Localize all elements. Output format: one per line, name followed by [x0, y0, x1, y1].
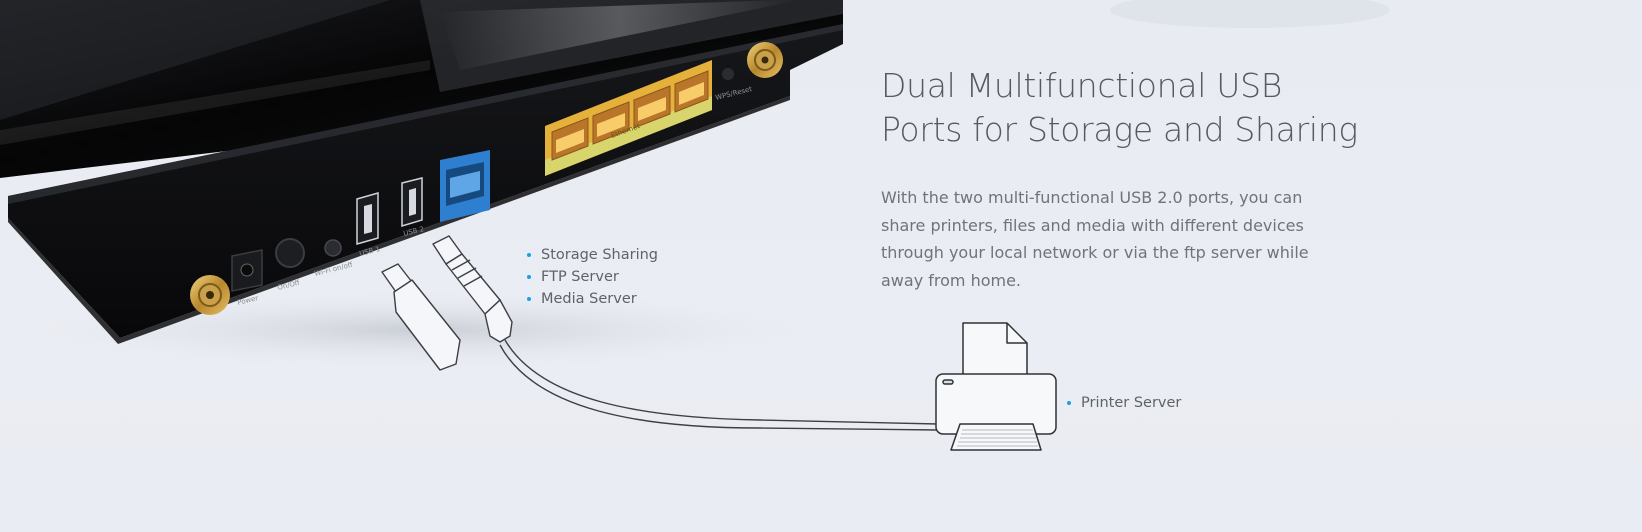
section-title: Dual Multifunctional USB Ports for Stora… — [881, 64, 1401, 152]
bullet-icon — [1067, 401, 1071, 405]
printer-icon — [935, 322, 1057, 451]
bullet-icon — [527, 275, 531, 279]
title-line: Dual Multifunctional USB — [881, 66, 1283, 105]
feature-item-ftp-server: FTP Server — [527, 266, 658, 288]
bullet-icon — [527, 253, 531, 257]
description-line: share printers, files and media with dif… — [881, 215, 1304, 235]
router-image: Power On/Off Wi-Fi on/off USB 1 USB 2 Et… — [0, 0, 843, 344]
feature-label: Media Server — [541, 291, 637, 307]
usb-cable-icon — [432, 235, 939, 431]
feature-label: FTP Server — [541, 269, 619, 285]
description-line: With the two multi-functional USB 2.0 po… — [881, 188, 1303, 207]
description-line: away from home. — [881, 270, 1022, 290]
description-line: through your local network or via the ft… — [881, 243, 1309, 262]
bullet-icon — [527, 297, 531, 301]
feature-item-media-server: Media Server — [527, 288, 658, 310]
usb-stick-icon — [381, 263, 461, 371]
title-line: Ports for Storage and Sharing — [881, 110, 1358, 149]
section-description: With the two multi-functional USB 2.0 po… — [881, 184, 1309, 294]
antenna-connector-right — [747, 42, 783, 78]
feature-item-storage-sharing: Storage Sharing — [527, 244, 658, 266]
printer-server-label: Printer Server — [1067, 392, 1181, 414]
printer-server-text: Printer Server — [1081, 395, 1182, 411]
usb-feature-list: Storage Sharing FTP Server Media Server — [527, 244, 658, 310]
antenna-connector-left — [190, 275, 230, 315]
feature-label: Storage Sharing — [541, 247, 659, 263]
